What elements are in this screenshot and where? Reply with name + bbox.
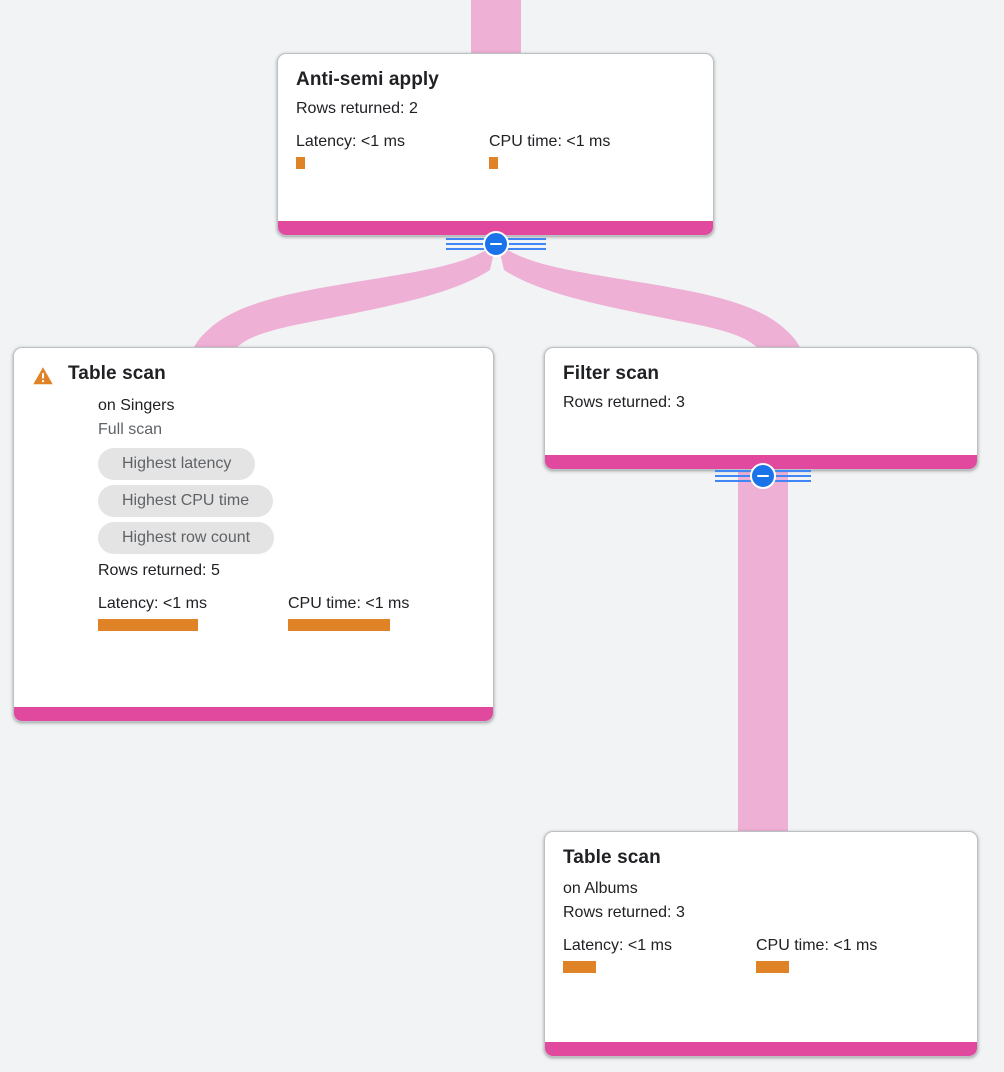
metric-cpu-bar: [288, 619, 390, 631]
node-rows-returned: Rows returned: 5: [98, 562, 220, 579]
node-metrics: Latency: <1 ms CPU time: <1 ms: [296, 132, 695, 169]
node-table-scan-singers[interactable]: Table scan on Singers Full scan Highest …: [13, 347, 494, 722]
node-title-row: Filter scan: [563, 362, 959, 386]
node-title: Table scan: [68, 363, 166, 384]
node-chips: Highest latency Highest CPU time Highest…: [98, 448, 475, 554]
edge-filter-scan-to-table-scan-albums: [738, 470, 788, 842]
chip-highest-row-count: Highest row count: [98, 522, 275, 554]
chip-highest-latency: Highest latency: [98, 448, 256, 480]
node-body: Table scan on Albums Rows returned: 3 La…: [545, 832, 977, 1042]
edge-antisemi-to-table-scan-singers: [190, 244, 496, 360]
minus-glyph: [757, 474, 769, 478]
minus-icon[interactable]: [483, 231, 509, 257]
node-scan-type: Full scan: [98, 421, 163, 438]
node-footer: [545, 455, 977, 469]
metric-cpu-bar: [489, 157, 498, 169]
node-title-row: Table scan: [563, 846, 959, 870]
node-footer: [278, 221, 713, 235]
node-filter-scan[interactable]: Filter scan Rows returned: 3: [544, 347, 978, 470]
node-rows-returned: Rows returned: 2: [296, 100, 418, 117]
node-rows-returned: Rows returned: 3: [563, 904, 685, 921]
node-subtitle: on Albums: [563, 880, 638, 897]
metric-latency-bar: [296, 157, 305, 169]
metric-latency-label: Latency: <1 ms: [296, 133, 405, 150]
metric-cpu-label: CPU time: <1 ms: [288, 595, 410, 612]
node-title: Table scan: [563, 847, 661, 868]
node-title-row: Table scan: [32, 362, 475, 387]
node-subtitle: on Singers: [98, 397, 175, 414]
node-title: Anti-semi apply: [296, 69, 439, 90]
minus-glyph: [490, 242, 502, 246]
node-metrics: Latency: <1 ms CPU time: <1 ms: [563, 936, 959, 973]
metric-latency-bar: [563, 961, 596, 973]
collapse-toggle-filter-scan[interactable]: [713, 463, 813, 489]
node-rows-returned: Rows returned: 3: [563, 394, 685, 411]
node-table-scan-albums[interactable]: Table scan on Albums Rows returned: 3 La…: [544, 831, 978, 1057]
metric-latency-bar: [98, 619, 198, 631]
metric-cpu-label: CPU time: <1 ms: [756, 937, 878, 954]
chip-highest-cpu-time: Highest CPU time: [98, 485, 274, 517]
node-body: Anti-semi apply Rows returned: 2 Latency…: [278, 54, 713, 221]
metric-cpu: CPU time: <1 ms: [489, 132, 610, 169]
node-metrics: Latency: <1 ms CPU time: <1 ms: [98, 594, 475, 631]
node-body: Table scan on Singers Full scan Highest …: [14, 348, 493, 707]
metric-latency-label: Latency: <1 ms: [563, 937, 672, 954]
collapse-toggle-anti-semi-apply[interactable]: [446, 231, 546, 257]
metric-latency: Latency: <1 ms: [296, 132, 489, 169]
node-title-row: Anti-semi apply: [296, 68, 695, 92]
metric-latency: Latency: <1 ms: [98, 594, 288, 631]
metric-cpu: CPU time: <1 ms: [756, 936, 877, 973]
metric-cpu: CPU time: <1 ms: [288, 594, 409, 631]
node-title: Filter scan: [563, 363, 660, 384]
node-footer: [14, 707, 493, 721]
metric-latency-label: Latency: <1 ms: [98, 595, 207, 612]
metric-latency: Latency: <1 ms: [563, 936, 756, 973]
warning-triangle-icon: [33, 367, 53, 385]
minus-icon[interactable]: [750, 463, 776, 489]
metric-cpu-bar: [756, 961, 789, 973]
edge-inbound-root: [471, 0, 521, 55]
node-footer: [545, 1042, 977, 1056]
node-body: Filter scan Rows returned: 3: [545, 348, 977, 455]
edge-antisemi-to-filter-scan: [498, 244, 804, 360]
node-anti-semi-apply[interactable]: Anti-semi apply Rows returned: 2 Latency…: [277, 53, 714, 236]
metric-cpu-label: CPU time: <1 ms: [489, 133, 611, 150]
